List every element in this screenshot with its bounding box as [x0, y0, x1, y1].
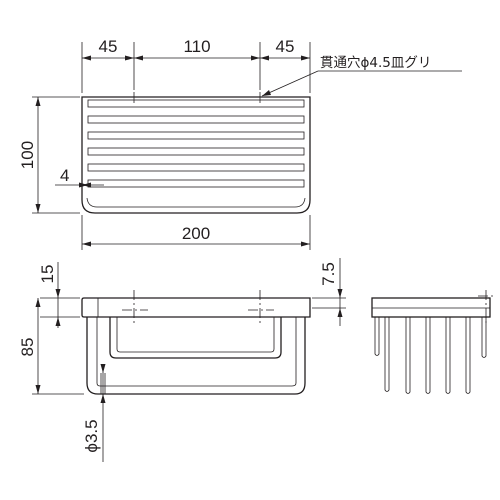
width-dimension: 200 — [81, 215, 311, 250]
side-top-dimension: 7.5 — [312, 258, 346, 326]
side-top-bar — [371, 297, 491, 318]
dim-top-left-label: 45 — [99, 37, 118, 56]
front-inner-loop — [109, 317, 282, 359]
front-height-dimension: 85 — [18, 298, 84, 395]
front-top-dimension: 15 — [38, 262, 80, 328]
dim-width-label: 200 — [182, 224, 210, 243]
dim-front-height-label: 85 — [18, 338, 37, 357]
dim-side-top-label: 7.5 — [319, 262, 338, 286]
side-view — [371, 290, 494, 394]
dim-wire-diameter-label: ϕ3.5 — [82, 419, 101, 452]
front-outer-frame — [86, 317, 306, 395]
front-top-bar — [81, 297, 311, 318]
dim-front-top-label: 15 — [38, 265, 57, 284]
height-dimension: 100 — [18, 96, 80, 214]
wire-diameter-dimension: ϕ3.5 — [82, 364, 106, 462]
dim-height-label: 100 — [18, 141, 37, 169]
dim-top-right-label: 45 — [276, 37, 295, 56]
top-view-outline — [81, 96, 311, 214]
front-view — [81, 290, 311, 395]
top-view-wires — [87, 99, 305, 188]
wire-offset-dimension: 4 — [55, 166, 104, 188]
front-inner-frame — [96, 317, 297, 387]
top-view-lip — [86, 197, 306, 208]
hole-note-label: 貫通穴ϕ4.5皿グリ — [320, 55, 431, 71]
dim-top-mid-label: 110 — [183, 37, 210, 56]
hole-note: 貫通穴ϕ4.5皿グリ — [261, 55, 462, 97]
top-view — [81, 92, 311, 214]
side-wires — [374, 317, 487, 394]
top-dimension-chain: 45 110 45 — [81, 37, 311, 93]
dim-offset-label: 4 — [60, 166, 69, 185]
